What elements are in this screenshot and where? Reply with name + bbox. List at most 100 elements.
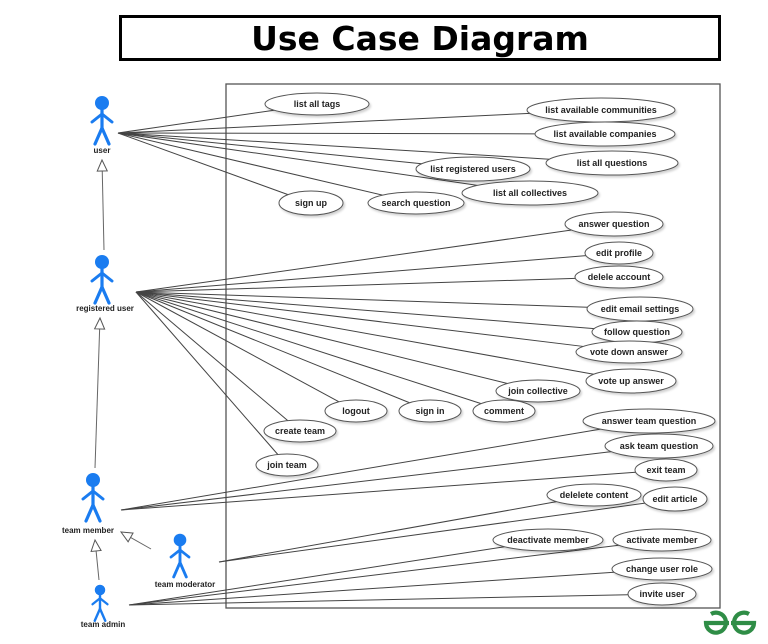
association-line	[135, 291, 289, 422]
use-case[interactable]: deactivate member	[492, 528, 604, 552]
association-line	[117, 132, 550, 160]
use-case[interactable]: join collective	[495, 379, 581, 403]
use-case[interactable]: edit profile	[584, 241, 654, 265]
use-case[interactable]: edit email settings	[586, 296, 694, 322]
use-case[interactable]: list available communities	[526, 97, 676, 123]
use-case[interactable]: vote up answer	[585, 368, 677, 394]
use-case[interactable]: delelete content	[546, 483, 642, 507]
use-case[interactable]: comment	[472, 399, 536, 423]
actor-team-moderator[interactable]: team moderator	[155, 533, 215, 589]
use-case[interactable]: edit article	[642, 486, 708, 512]
use-case-ellipse	[264, 92, 370, 116]
use-case[interactable]: vote down answer	[575, 340, 683, 364]
use-case[interactable]: list all questions	[545, 150, 679, 176]
use-case-ellipse	[584, 241, 654, 265]
use-case[interactable]: change user role	[611, 557, 713, 581]
association-line	[128, 544, 620, 606]
association-line	[218, 502, 646, 563]
association-line	[128, 546, 505, 606]
use-case-label: list all questions	[577, 158, 648, 168]
actor-label: team moderator	[155, 580, 215, 589]
generalization-arrowhead-icon	[90, 538, 102, 553]
use-case-label: edit profile	[596, 248, 642, 258]
use-case-ellipse	[255, 453, 319, 477]
use-case-ellipse	[263, 419, 337, 443]
use-case-label: exit team	[646, 465, 685, 475]
use-case-label: edit article	[652, 494, 697, 504]
association-line	[135, 291, 594, 375]
use-case[interactable]: ask team question	[604, 433, 714, 459]
generalization-line	[94, 328, 101, 469]
geeksforgeeks-logo-icon	[703, 610, 757, 635]
actor-stick-figure-icon	[90, 96, 114, 146]
association-line	[117, 132, 422, 165]
use-cases: list all tags list available communities l…	[255, 92, 716, 606]
actor-stick-figure-icon	[81, 473, 105, 523]
association-line	[117, 112, 531, 134]
use-case-ellipse	[575, 340, 683, 364]
use-case[interactable]: delele account	[574, 265, 664, 289]
use-case-ellipse	[461, 180, 599, 206]
use-case[interactable]: logout	[324, 399, 388, 423]
use-case-ellipse	[612, 528, 712, 552]
use-case-label: answer team question	[602, 416, 697, 426]
use-case[interactable]: sign in	[398, 399, 462, 423]
actor-label: team member	[62, 526, 114, 535]
use-case-label: change user role	[626, 564, 698, 574]
actors: user registered user team member team moder…	[62, 96, 215, 629]
use-case[interactable]: search question	[367, 191, 465, 215]
association-line	[135, 277, 576, 293]
use-case-label: vote up answer	[598, 376, 664, 386]
association-line	[117, 132, 478, 186]
use-case-label: ask team question	[620, 441, 699, 451]
use-case[interactable]: list all collectives	[461, 180, 599, 206]
generalization-arrows	[90, 158, 152, 581]
use-case-label: vote down answer	[590, 347, 669, 357]
use-case[interactable]: list available companies	[534, 121, 676, 147]
use-case[interactable]: follow question	[591, 320, 683, 344]
actor-team-admin[interactable]: team admin	[81, 584, 126, 629]
actor-label: team admin	[81, 620, 126, 629]
use-case-ellipse	[604, 433, 714, 459]
use-case-label: edit email settings	[601, 304, 680, 314]
use-case-ellipse	[495, 379, 581, 403]
use-case-ellipse	[492, 528, 604, 552]
association-line	[135, 229, 572, 293]
use-case[interactable]: activate member	[612, 528, 712, 552]
use-case-ellipse	[367, 191, 465, 215]
association-line	[120, 471, 636, 511]
association-line	[135, 291, 279, 455]
association-line	[135, 291, 584, 347]
use-case-label: invite user	[639, 589, 685, 599]
generalization-arrowhead-icon	[93, 316, 106, 330]
actor-stick-figure-icon	[90, 255, 114, 305]
use-case[interactable]: list all tags	[264, 92, 370, 116]
actor-registered-user[interactable]: registered user	[76, 255, 134, 313]
use-case[interactable]: answer question	[564, 211, 664, 237]
generalization-line	[95, 550, 100, 581]
use-case-label: delelete content	[560, 490, 629, 500]
actor-team-member[interactable]: team member	[62, 473, 114, 535]
association-line	[120, 428, 601, 511]
use-case[interactable]: exit team	[634, 458, 698, 482]
use-case[interactable]: answer team question	[582, 408, 716, 434]
use-case[interactable]: sign up	[278, 190, 344, 216]
use-case-label: list available communities	[545, 105, 657, 115]
association-line	[135, 291, 482, 405]
use-case-ellipse	[582, 408, 716, 434]
use-case[interactable]: create team	[263, 419, 337, 443]
use-case-label: delele account	[588, 272, 651, 282]
association-line	[117, 132, 289, 196]
use-case[interactable]: invite user	[627, 582, 697, 606]
association-line	[117, 132, 383, 196]
association-line	[120, 451, 612, 511]
actor-stick-figure-icon	[169, 533, 191, 579]
generalization-line	[130, 536, 152, 550]
use-case[interactable]: join team	[255, 453, 319, 477]
use-case[interactable]: list registered users	[415, 156, 531, 182]
use-case-label: comment	[484, 406, 524, 416]
actor-user[interactable]: user	[90, 96, 114, 155]
generalization-arrowhead-icon	[96, 158, 109, 172]
use-case-label: logout	[342, 406, 370, 416]
